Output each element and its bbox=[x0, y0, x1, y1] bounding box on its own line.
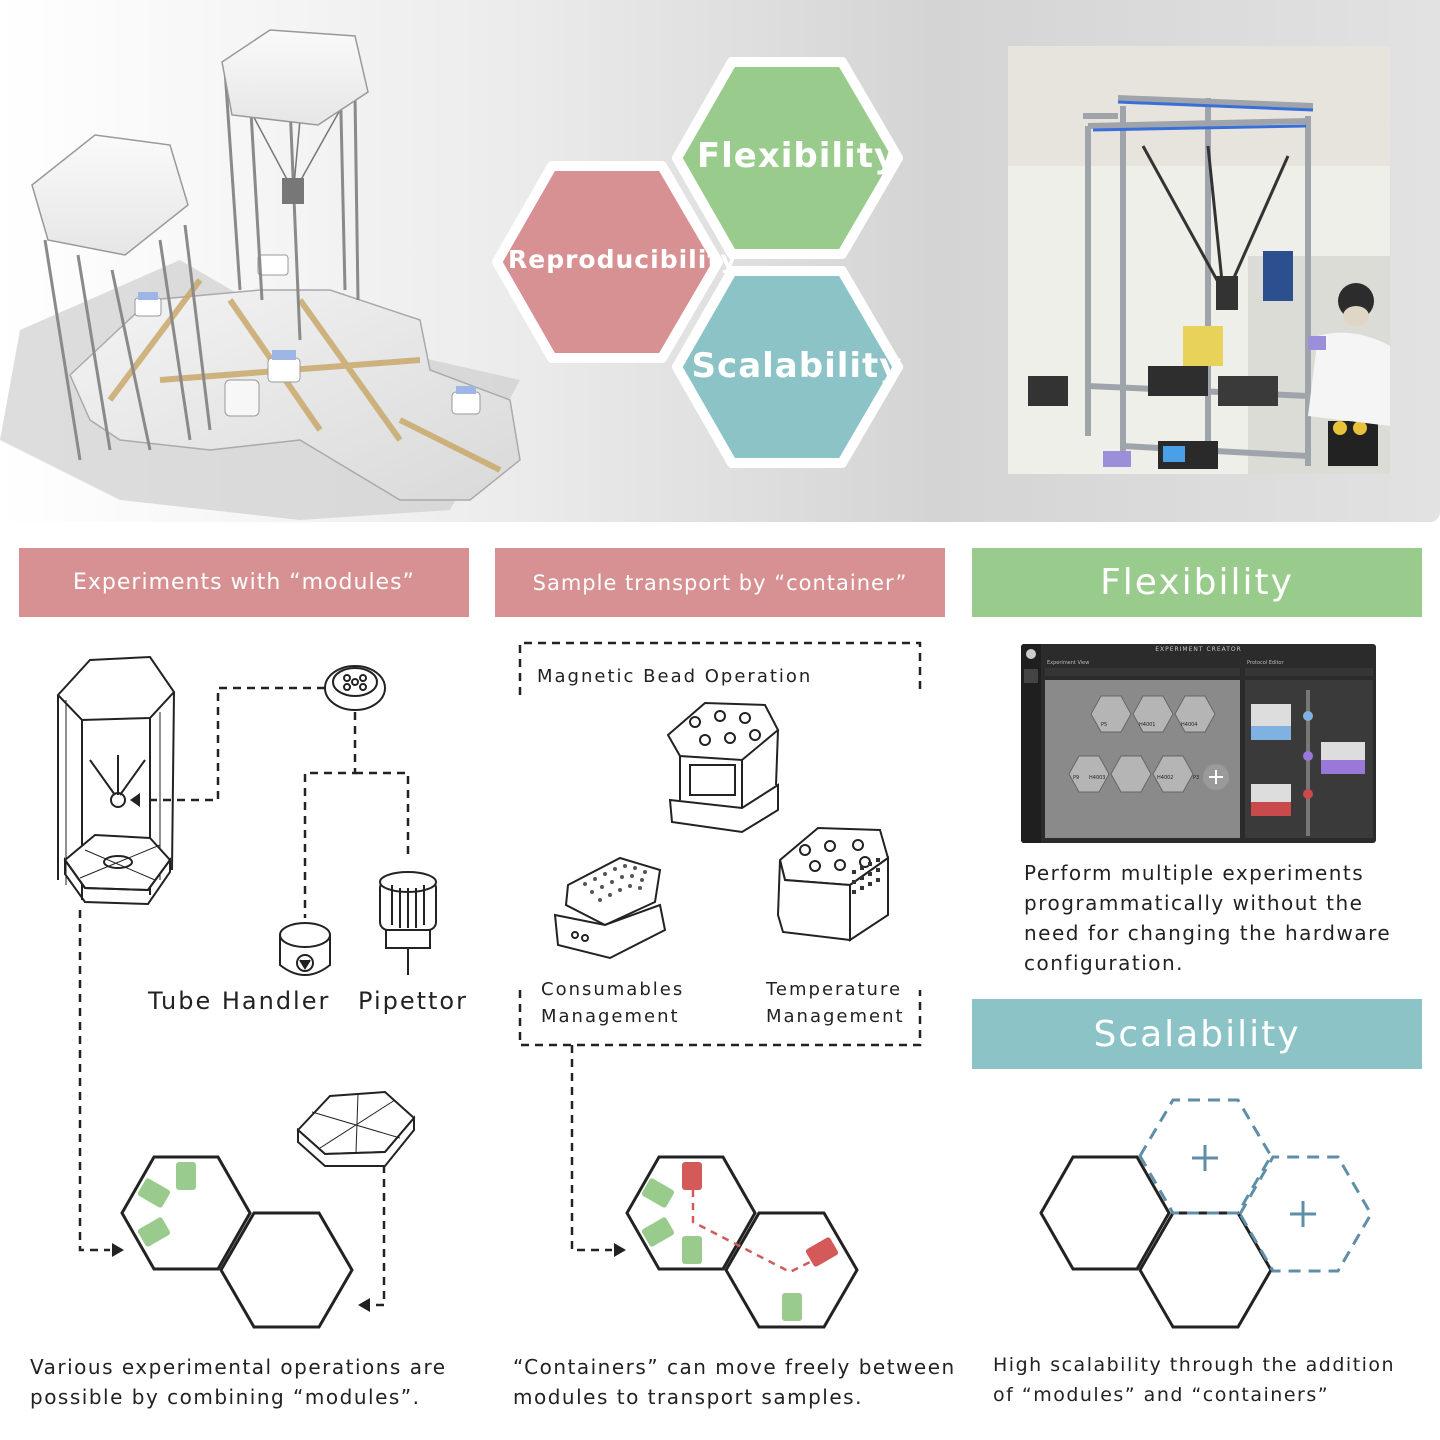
workflow-diagram bbox=[56, 641, 1373, 1329]
container-section-header: Sample transport by “container” bbox=[495, 548, 945, 617]
scalability-hex-dashed bbox=[1138, 1098, 1373, 1273]
flexibility-hexagon bbox=[672, 57, 903, 259]
magnetic-bead-module-drawing bbox=[666, 701, 780, 834]
consumables-label-line2: Management bbox=[541, 1006, 680, 1027]
consumables-module-drawing bbox=[553, 856, 667, 960]
modules-module-markers bbox=[137, 1162, 196, 1247]
pipettor-label: Pipettor bbox=[358, 987, 468, 1015]
flexibility-desc-line3: need for changing the hardware bbox=[1024, 921, 1392, 945]
protocol-editor-label: Protocol Editor bbox=[1247, 660, 1284, 666]
screen-title: EXPERIMENT CREATOR bbox=[1155, 646, 1242, 653]
system-photo bbox=[1008, 46, 1390, 474]
svg-text:H4003: H4003 bbox=[1089, 775, 1105, 781]
svg-text:P5: P5 bbox=[1101, 722, 1107, 728]
container-markers-red bbox=[682, 1162, 839, 1267]
core-values-hexagons bbox=[492, 57, 903, 468]
modules-desc-line2: possible by combining “modules”. bbox=[30, 1385, 421, 1409]
flexibility-desc-line4: configuration. bbox=[1024, 951, 1185, 975]
temperature-module-drawing bbox=[776, 826, 890, 942]
experiment-view-label: Experiment View bbox=[1047, 660, 1090, 666]
modules-desc-line1: Various experimental operations are bbox=[30, 1355, 447, 1379]
magnetic-bead-label: Magnetic Bead Operation bbox=[537, 666, 813, 687]
svg-text:H4002: H4002 bbox=[1157, 775, 1173, 781]
pipettor-drawing bbox=[379, 871, 437, 975]
scalability-header-text: Scalability bbox=[1093, 1013, 1301, 1055]
plus-icon bbox=[1192, 1145, 1316, 1227]
robot-tower-drawing bbox=[56, 655, 176, 906]
scalability-description: High scalability through the addition of… bbox=[993, 1350, 1395, 1410]
flexibility-desc-line2: programmatically without the bbox=[1024, 891, 1364, 915]
modules-section-header: Experiments with “modules” bbox=[19, 548, 469, 617]
container-markers-green bbox=[641, 1178, 802, 1321]
container-desc-line1: “Containers” can move freely between bbox=[513, 1355, 956, 1379]
flexibility-hex-label: Flexibility bbox=[696, 136, 898, 176]
flexibility-description: Perform multiple experiments programmati… bbox=[1024, 858, 1391, 978]
svg-text:H4001: H4001 bbox=[1139, 722, 1155, 728]
tube-handler-drawing bbox=[279, 922, 331, 976]
svg-text:P9: P9 bbox=[1073, 775, 1079, 781]
system-render-illustration bbox=[0, 29, 521, 520]
modules-header-text: Experiments with “modules” bbox=[73, 570, 415, 595]
tube-handler-label: Tube Handler bbox=[148, 987, 331, 1015]
container-desc-line2: modules to transport samples. bbox=[513, 1385, 863, 1409]
svg-text:H4004: H4004 bbox=[1181, 722, 1197, 728]
experiment-creator-screenshot: EXPERIMENT CREATOR Experiment View Proto… bbox=[1021, 644, 1376, 843]
reproducibility-hexagon bbox=[492, 161, 723, 363]
scalability-hexagon bbox=[672, 266, 903, 468]
container-header-text: Sample transport by “container” bbox=[532, 570, 908, 595]
reproducibility-hex-label: Reproducibility bbox=[508, 245, 738, 274]
hero-banner: Flexibility Reproducibility Scalability bbox=[0, 0, 1440, 522]
module-head-drawing bbox=[324, 665, 386, 711]
scalability-desc-line1: High scalability through the addition bbox=[993, 1354, 1396, 1376]
consumables-label-line1: Consumables bbox=[541, 979, 685, 1000]
container-transport-path bbox=[691, 1190, 831, 1274]
flexibility-desc-line1: Perform multiple experiments bbox=[1024, 861, 1365, 885]
container-description: “Containers” can move freely between mod… bbox=[513, 1352, 956, 1412]
floor-tile-drawing bbox=[296, 1090, 416, 1167]
scalability-section-header: Scalability bbox=[972, 999, 1422, 1069]
modules-description: Various experimental operations are poss… bbox=[30, 1352, 447, 1412]
scalability-desc-line2: of “modules” and “containers” bbox=[993, 1384, 1330, 1406]
scalability-hex-label: Scalability bbox=[691, 346, 903, 386]
flexibility-header-text: Flexibility bbox=[1100, 562, 1294, 603]
temperature-label-line1: Temperature bbox=[766, 979, 903, 1000]
svg-text:P3: P3 bbox=[1193, 775, 1199, 781]
temperature-label-line2: Management bbox=[766, 1006, 905, 1027]
flexibility-section-header: Flexibility bbox=[972, 548, 1422, 617]
